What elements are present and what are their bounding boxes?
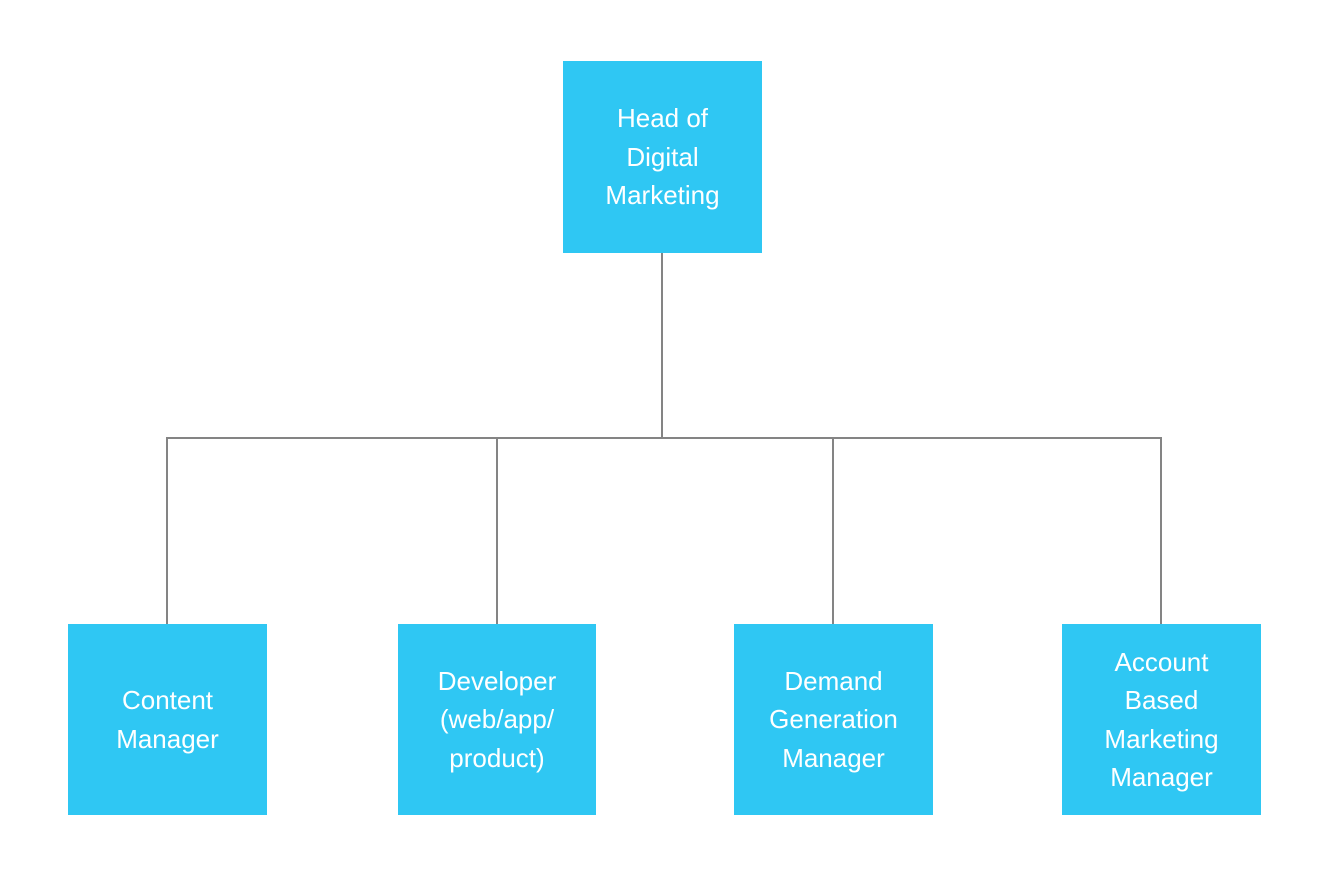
connector-account-based (1160, 437, 1162, 624)
node-content-manager[interactable]: Content Manager (68, 624, 267, 815)
node-developer[interactable]: Developer (web/app/ product) (398, 624, 596, 815)
connector-horizontal-bus (166, 437, 1162, 439)
connector-developer (496, 437, 498, 624)
connector-content-manager (166, 437, 168, 624)
node-demand-generation-manager[interactable]: Demand Generation Manager (734, 624, 933, 815)
connector-root-trunk (661, 253, 663, 438)
node-account-based-marketing-manager[interactable]: Account Based Marketing Manager (1062, 624, 1261, 815)
node-head-of-digital-marketing[interactable]: Head of Digital Marketing (563, 61, 762, 253)
connector-demand-generation (832, 437, 834, 624)
